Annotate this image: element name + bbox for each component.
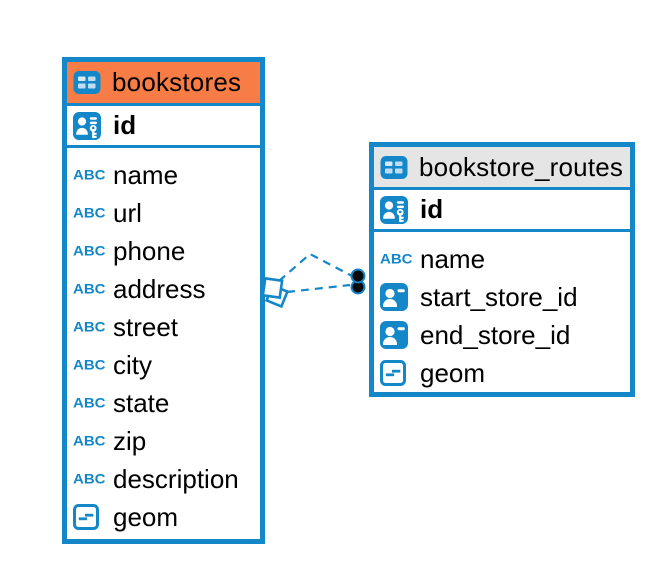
column-label: state (113, 387, 170, 418)
column-label: street (113, 311, 179, 342)
table-title: bookstores (112, 67, 242, 97)
primary-key-label: id (420, 194, 444, 224)
table-bookstore-routes[interactable]: bookstore_routes id ABC name start_store_… (369, 142, 635, 397)
user-ref-icon (380, 283, 411, 311)
text-abc-icon: ABC (73, 281, 106, 297)
user-key-icon (380, 195, 411, 224)
column-row-start_store_id[interactable]: start_store_id (380, 278, 630, 316)
text-abc-icon: ABC (73, 205, 106, 221)
primary-key-label: id (113, 110, 137, 140)
column-row-geom[interactable]: geom (380, 354, 630, 392)
text-abc-icon: ABC (380, 251, 413, 267)
column-list: ABC name start_store_id end_store_id geom (374, 232, 630, 392)
column-row-state[interactable]: ABC state (73, 384, 260, 422)
column-row-end_store_id[interactable]: end_store_id (380, 316, 630, 354)
column-label: address (113, 273, 206, 304)
column-label: end_store_id (420, 319, 571, 350)
relationship-line[interactable] (286, 283, 351, 294)
geometry-icon (380, 360, 411, 386)
column-row-geom[interactable]: geom (73, 498, 260, 536)
table-title: bookstore_routes (419, 151, 624, 182)
column-row-url[interactable]: ABC url (73, 194, 260, 232)
column-label: geom (113, 501, 179, 532)
primary-key-row[interactable]: id (67, 106, 260, 148)
table-icon (380, 155, 411, 180)
column-label: name (113, 159, 179, 190)
column-row-address[interactable]: ABC address (73, 270, 260, 308)
column-row-name[interactable]: ABC name (73, 156, 260, 194)
table-icon (73, 70, 104, 95)
column-row-phone[interactable]: ABC phone (73, 232, 260, 270)
column-label: zip (113, 425, 147, 456)
column-label: geom (420, 357, 486, 388)
relationship-dot-marker[interactable] (350, 279, 366, 295)
column-row-zip[interactable]: ABC zip (73, 422, 260, 460)
column-row-city[interactable]: ABC city (73, 346, 260, 384)
relationship-diamond-marker[interactable] (264, 283, 290, 309)
column-label: city (113, 349, 152, 380)
table-header-bookstores[interactable]: bookstores (67, 62, 260, 106)
column-label: start_store_id (420, 281, 578, 312)
column-label: phone (113, 235, 186, 266)
text-abc-icon: ABC (73, 433, 106, 449)
column-label: url (113, 197, 142, 228)
text-abc-icon: ABC (73, 167, 106, 183)
table-header-bookstore-routes[interactable]: bookstore_routes (374, 147, 630, 190)
user-ref-icon (380, 321, 411, 349)
relationship-diamond-marker[interactable] (261, 276, 284, 300)
relationship-dot-marker[interactable] (350, 268, 366, 284)
column-label: description (113, 463, 239, 494)
relationship-line[interactable] (278, 252, 353, 282)
column-row-name[interactable]: ABC name (380, 240, 630, 278)
primary-key-row[interactable]: id (374, 190, 630, 232)
text-abc-icon: ABC (73, 471, 106, 487)
text-abc-icon: ABC (73, 357, 106, 373)
column-row-description[interactable]: ABC description (73, 460, 260, 498)
text-abc-icon: ABC (73, 319, 106, 335)
column-label: name (420, 243, 486, 274)
geometry-icon (73, 504, 104, 530)
user-key-icon (73, 111, 104, 140)
column-row-street[interactable]: ABC street (73, 308, 260, 346)
text-abc-icon: ABC (73, 395, 106, 411)
text-abc-icon: ABC (73, 243, 106, 259)
